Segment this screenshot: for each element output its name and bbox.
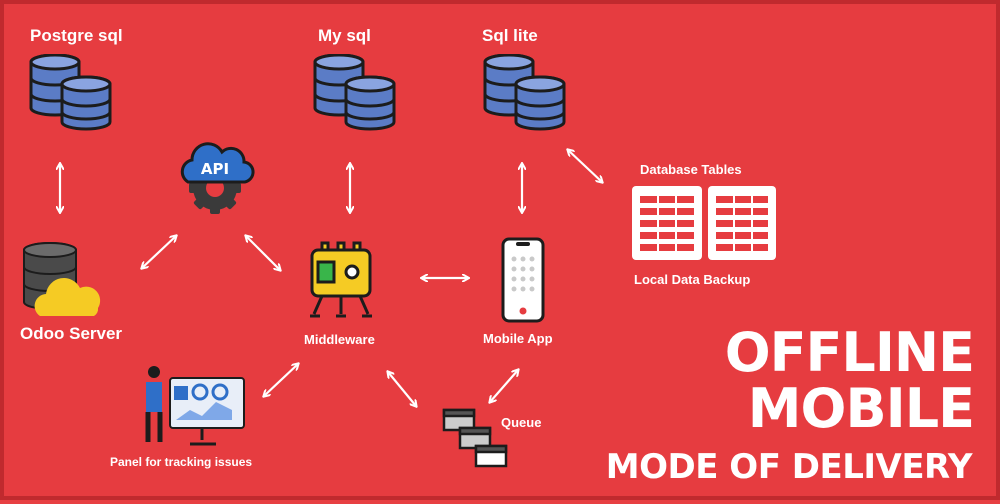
api-cloud-gear-icon: API bbox=[180, 142, 255, 214]
middleware-queue-arrow bbox=[388, 372, 416, 406]
headline-line-1: OFFLINE bbox=[724, 321, 975, 384]
headline-line-2: MOBILE bbox=[747, 377, 975, 440]
database-tables-label: Database Tables bbox=[640, 162, 742, 177]
sqlite-label: Sql lite bbox=[482, 26, 538, 45]
headline-line-3: MODE OF DELIVERY bbox=[605, 447, 973, 487]
panel-middleware-arrow bbox=[264, 364, 298, 396]
middleware-robot-icon bbox=[310, 241, 372, 318]
local-data-backup-label: Local Data Backup bbox=[634, 272, 751, 287]
postgre-label: Postgre sql bbox=[30, 26, 123, 45]
mobile-app-label: Mobile App bbox=[483, 331, 553, 346]
api-text: API bbox=[201, 160, 229, 178]
tracking-panel-icon bbox=[145, 366, 245, 446]
odoo-server-icon bbox=[23, 242, 101, 316]
queue-mobile-arrow bbox=[490, 370, 518, 402]
queue-label: Queue bbox=[501, 415, 542, 430]
mobile-phone-icon bbox=[501, 237, 545, 323]
database-tables-icon bbox=[632, 186, 776, 260]
connector-arrows bbox=[4, 4, 1000, 504]
mysql-database-icon bbox=[313, 54, 396, 131]
queue-windows-icon bbox=[442, 408, 508, 468]
mysql-label: My sql bbox=[318, 26, 371, 45]
postgre-database-icon bbox=[29, 54, 112, 131]
api-middleware-arrow bbox=[246, 236, 280, 270]
middleware-label: Middleware bbox=[304, 332, 375, 347]
sqlite-database-icon bbox=[483, 54, 566, 131]
sqlite-tables-arrow bbox=[568, 150, 602, 182]
odoo-api-arrow bbox=[142, 236, 176, 268]
odoo-server-label: Odoo Server bbox=[20, 324, 123, 343]
panel-label: Panel for tracking issues bbox=[110, 455, 253, 469]
